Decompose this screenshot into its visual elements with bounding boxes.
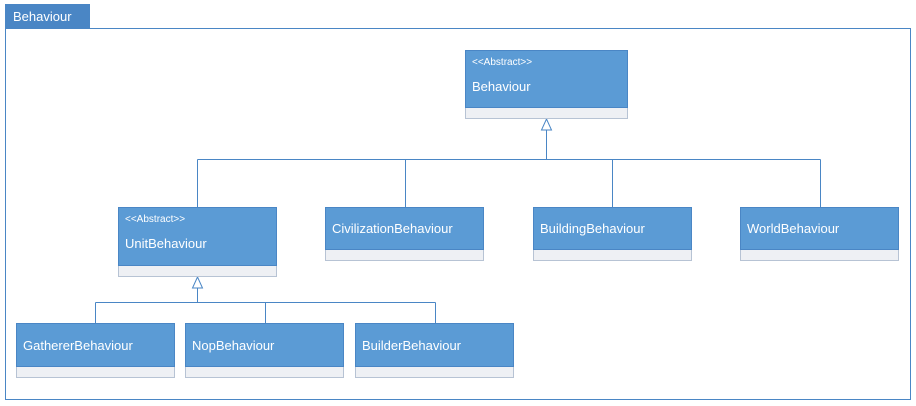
class-name: BuilderBehaviour bbox=[362, 338, 462, 353]
class-members-compartment bbox=[185, 367, 344, 378]
class-worldbehaviour[interactable]: WorldBehaviour bbox=[740, 207, 899, 261]
class-name: NopBehaviour bbox=[192, 338, 275, 353]
class-members-compartment bbox=[465, 108, 628, 119]
generalization-arrow-unitbehaviour bbox=[191, 275, 204, 289]
class-name: UnitBehaviour bbox=[125, 236, 207, 251]
stereotype-label: <<Abstract>> bbox=[472, 57, 533, 68]
class-nopbehaviour[interactable]: NopBehaviour bbox=[185, 323, 344, 378]
class-members-compartment bbox=[325, 250, 484, 261]
class-gathererbehaviour[interactable]: GathererBehaviour bbox=[16, 323, 175, 378]
class-name: BuildingBehaviour bbox=[540, 221, 645, 236]
class-header: NopBehaviour bbox=[185, 323, 344, 367]
class-name: CivilizationBehaviour bbox=[332, 221, 453, 236]
class-builderbehaviour[interactable]: BuilderBehaviour bbox=[355, 323, 514, 378]
class-header: <<Abstract>> UnitBehaviour bbox=[118, 207, 277, 266]
class-members-compartment bbox=[533, 250, 692, 261]
generalization-arrow-behaviour bbox=[540, 117, 553, 131]
class-name: Behaviour bbox=[472, 79, 531, 94]
diagram-frame-tab: Behaviour bbox=[5, 4, 90, 29]
diagram-frame bbox=[5, 28, 911, 400]
class-members-compartment bbox=[118, 266, 277, 277]
class-header: WorldBehaviour bbox=[740, 207, 899, 250]
class-header: GathererBehaviour bbox=[16, 323, 175, 367]
class-members-compartment bbox=[16, 367, 175, 378]
class-header: BuilderBehaviour bbox=[355, 323, 514, 367]
class-members-compartment bbox=[740, 250, 899, 261]
class-name: WorldBehaviour bbox=[747, 221, 840, 236]
class-buildingbehaviour[interactable]: BuildingBehaviour bbox=[533, 207, 692, 261]
class-header: <<Abstract>> Behaviour bbox=[465, 50, 628, 108]
class-members-compartment bbox=[355, 367, 514, 378]
class-civilizationbehaviour[interactable]: CivilizationBehaviour bbox=[325, 207, 484, 261]
stereotype-label: <<Abstract>> bbox=[125, 214, 186, 225]
class-unitbehaviour[interactable]: <<Abstract>> UnitBehaviour bbox=[118, 207, 277, 277]
class-name: GathererBehaviour bbox=[23, 338, 133, 353]
class-header: CivilizationBehaviour bbox=[325, 207, 484, 250]
class-behaviour[interactable]: <<Abstract>> Behaviour bbox=[465, 50, 628, 119]
class-header: BuildingBehaviour bbox=[533, 207, 692, 250]
